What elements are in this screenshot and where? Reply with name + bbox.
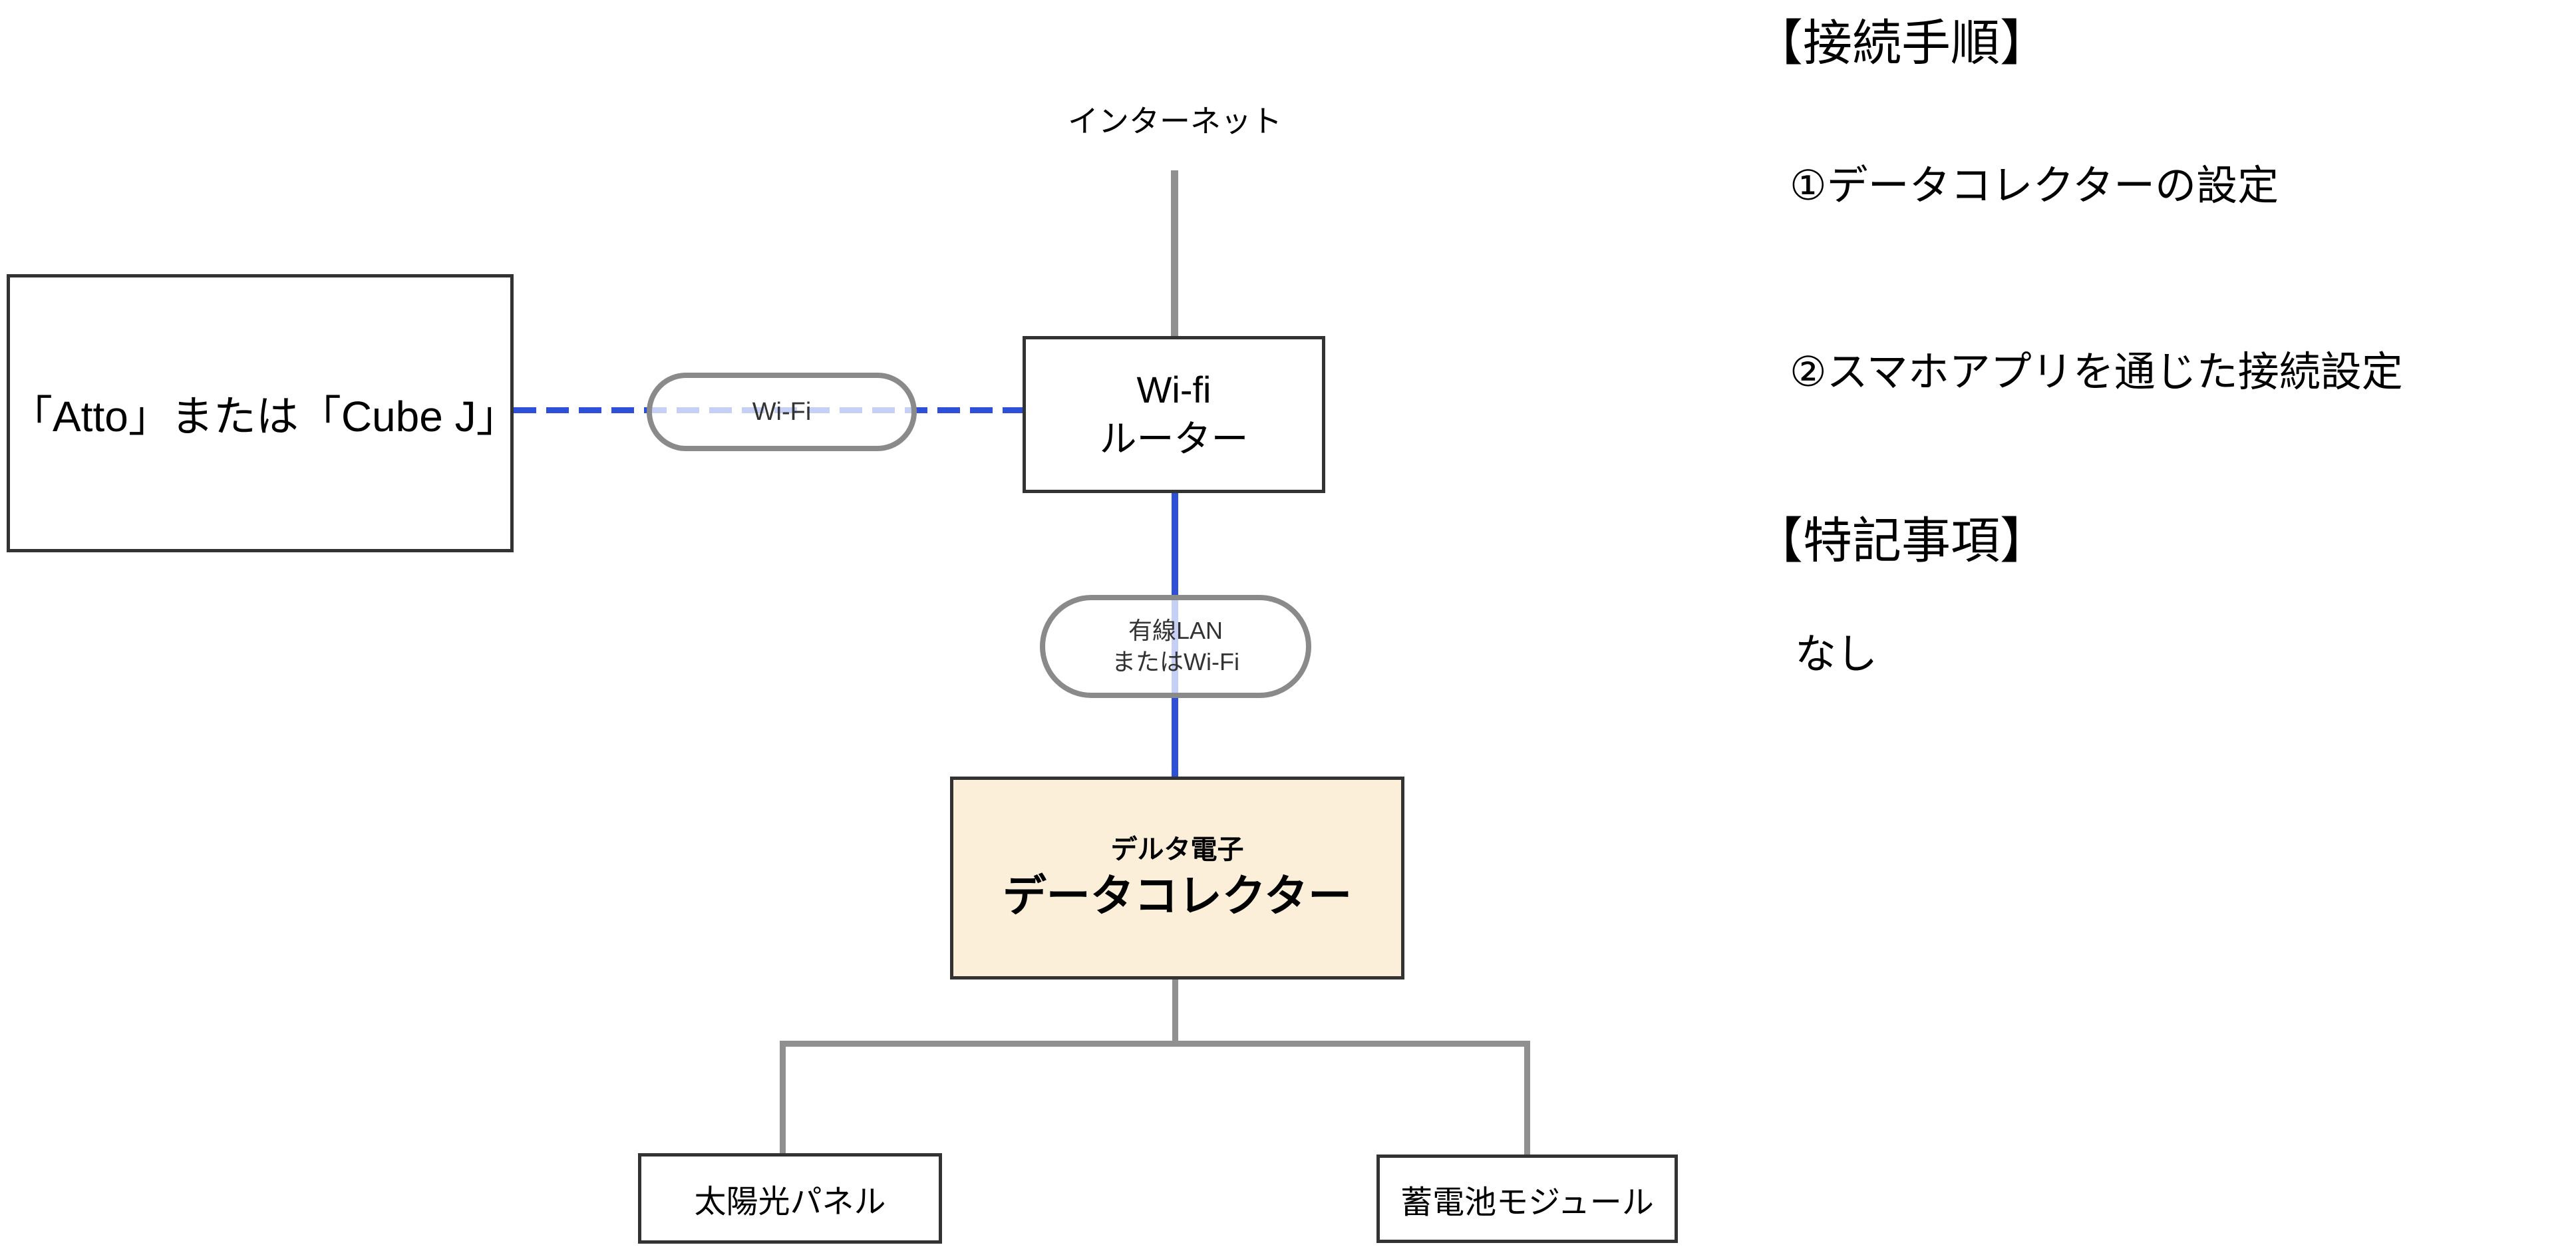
data-collector-box: デルタ電子 データコレクター bbox=[950, 777, 1404, 980]
internet-label: インターネット bbox=[1068, 104, 1282, 138]
battery-module-label: 蓄電池モジュール bbox=[1400, 1184, 1654, 1220]
data-collector-label: データコレクター bbox=[1002, 870, 1353, 920]
device-atto-cubej-box: 「Atto」または「Cube J」 bbox=[7, 274, 519, 552]
data-collector-maker-label: デルタ電子 bbox=[1110, 834, 1244, 864]
branch-horizontal-line bbox=[780, 1041, 1530, 1047]
solar-panel-box: 太陽光パネル bbox=[638, 1153, 942, 1244]
device-atto-cubej-label: 「Atto」または「Cube J」 bbox=[10, 393, 519, 441]
special-notes-heading: 【特記事項】 bbox=[1754, 513, 2049, 568]
special-notes-value: なし bbox=[1795, 631, 1878, 677]
wifi-connection-label: Wi-Fi bbox=[752, 397, 812, 426]
branch-left-line bbox=[780, 1041, 786, 1154]
internet-to-router-line bbox=[1171, 170, 1178, 337]
battery-module-box: 蓄電池モジュール bbox=[1376, 1155, 1678, 1243]
solar-panel-label: 太陽光パネル bbox=[694, 1184, 886, 1220]
procedure-step-2: ②スマホアプリを通じた接続設定 bbox=[1790, 349, 2403, 395]
collector-down-line bbox=[1172, 980, 1178, 1045]
wifi-connection-pill: Wi-Fi bbox=[647, 373, 917, 451]
branch-right-line bbox=[1524, 1041, 1530, 1155]
connection-procedure-heading: 【接続手順】 bbox=[1754, 15, 2049, 71]
procedure-step-1: ①データコレクターの設定 bbox=[1790, 163, 2279, 209]
